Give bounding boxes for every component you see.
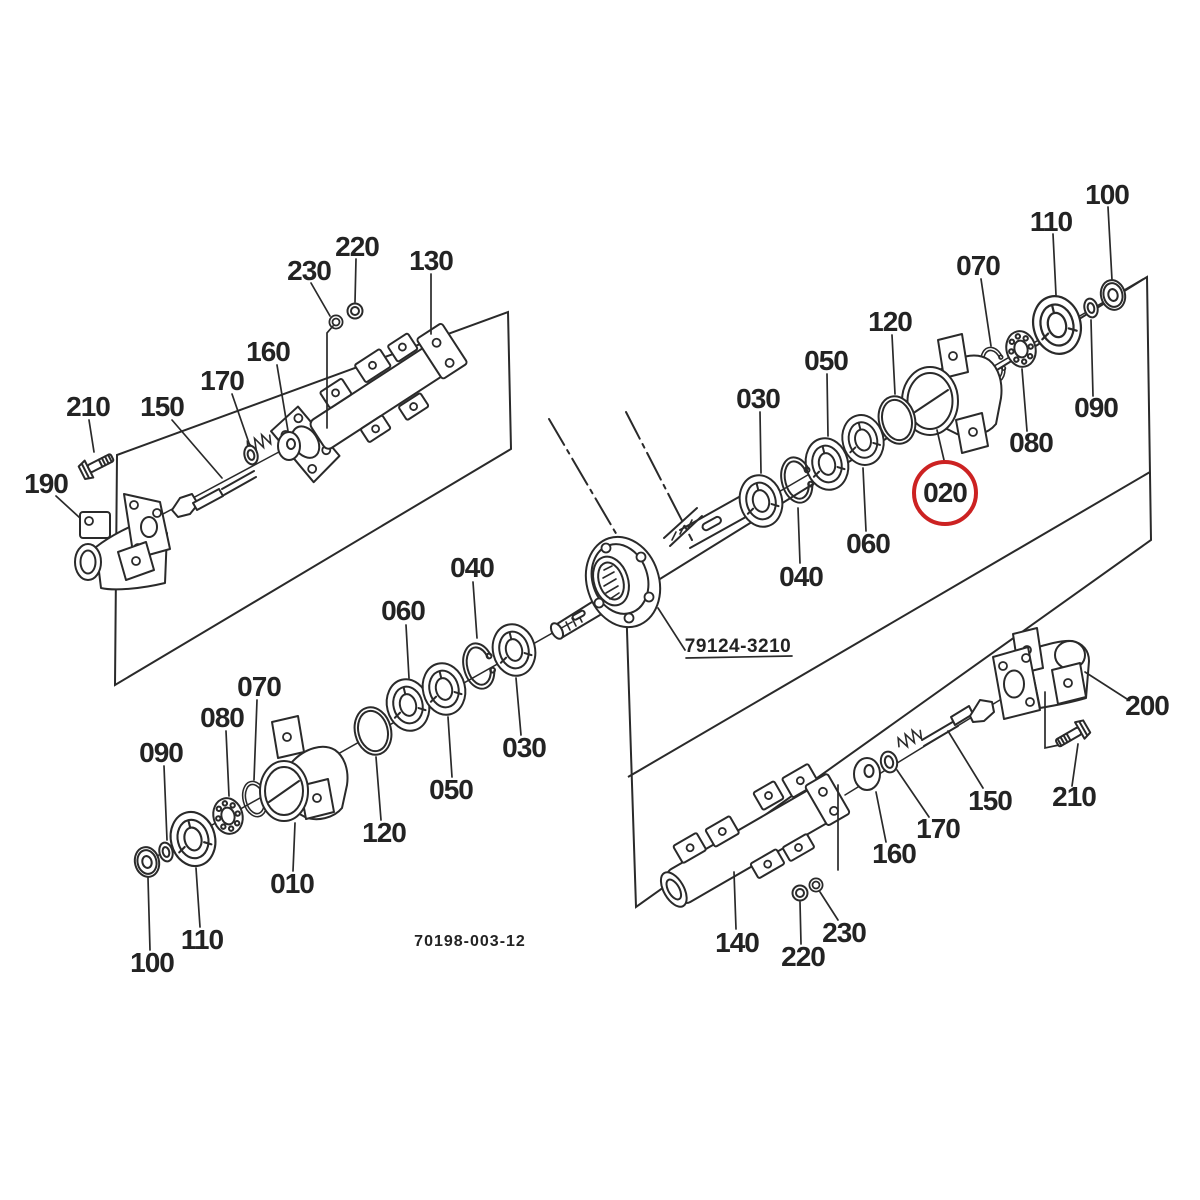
leader-100-lower <box>147 877 151 951</box>
callout-030-upper[interactable]: 030 <box>736 383 781 414</box>
leader-070-upper <box>980 278 992 347</box>
leader-010 <box>292 822 296 872</box>
callout-140[interactable]: 140 <box>715 927 760 958</box>
highlight-circle-020 <box>912 460 978 526</box>
part-bracket-200 <box>992 627 1090 720</box>
callout-210-lower[interactable]: 210 <box>1052 781 1097 812</box>
leader-200 <box>1084 671 1128 700</box>
callout-230-lower[interactable]: 230 <box>822 917 867 948</box>
callout-120-lower[interactable]: 120 <box>362 817 407 848</box>
part-washer-160-upper <box>277 431 301 461</box>
callout-200[interactable]: 200 <box>1125 690 1170 721</box>
leader-090-upper <box>1090 319 1094 397</box>
leader-080-lower <box>225 730 230 797</box>
leader-220-upper <box>354 258 357 303</box>
callout-100-upper[interactable]: 100 <box>1085 179 1130 210</box>
leader-050-lower <box>447 716 453 778</box>
callout-220-upper[interactable]: 220 <box>335 231 380 262</box>
callout-220-lower[interactable]: 220 <box>781 941 826 972</box>
callout-150-upper[interactable]: 150 <box>140 391 185 422</box>
leader-160-upper <box>276 364 289 432</box>
callout-110-upper[interactable]: 110 <box>1030 206 1074 237</box>
leader-080-upper <box>1021 368 1028 432</box>
part-tie-rod-150-upper <box>171 470 257 518</box>
callout-020-highlighted[interactable]: 020 <box>923 477 968 508</box>
callout-040-lower[interactable]: 040 <box>450 552 495 583</box>
callout-070-upper[interactable]: 070 <box>956 250 1001 281</box>
leader-110-upper <box>1052 233 1057 296</box>
callout-050-lower[interactable]: 050 <box>429 774 474 805</box>
part-nut-230-lower <box>808 877 824 893</box>
leader-assembly-code <box>657 607 686 651</box>
part-bearing-case-020 <box>901 333 1003 454</box>
callout-150-lower[interactable]: 150 <box>968 785 1013 816</box>
part-tie-rod-150-lower <box>921 699 995 747</box>
leader-060-upper <box>862 467 867 532</box>
leader-110-lower <box>195 867 201 928</box>
part-axle-beam-130 <box>270 323 468 484</box>
leader-210-upper <box>88 419 95 453</box>
callout-090-upper[interactable]: 090 <box>1074 392 1119 423</box>
callout-160-upper[interactable]: 160 <box>246 336 291 367</box>
callout-190[interactable]: 190 <box>24 468 69 499</box>
leader-030-lower <box>515 677 522 736</box>
part-center-axle-case <box>548 411 765 640</box>
callout-170-lower[interactable]: 170 <box>916 813 961 844</box>
part-bearing-case-010 <box>259 715 349 822</box>
callout-080-lower[interactable]: 080 <box>200 702 245 733</box>
part-nut-220-upper <box>346 302 364 320</box>
assembly-part-code: 79124-3210 <box>685 636 791 657</box>
callout-060-upper[interactable]: 060 <box>846 528 891 559</box>
leader-220-lower <box>799 901 802 945</box>
part-washer-160-lower <box>853 757 881 791</box>
leader-210-lower <box>1071 743 1079 787</box>
leader-190 <box>55 495 81 519</box>
leader-170-lower <box>896 769 930 818</box>
leader-040-upper <box>797 507 801 564</box>
leader-140 <box>733 871 737 930</box>
leader-160-lower <box>875 791 887 843</box>
leader-020 <box>936 429 945 461</box>
leader-120-upper <box>891 334 896 395</box>
callout-100-lower[interactable]: 100 <box>130 947 175 978</box>
callout-170-upper[interactable]: 170 <box>200 365 245 396</box>
callout-230-upper[interactable]: 230 <box>287 255 332 286</box>
callout-090-lower[interactable]: 090 <box>139 737 184 768</box>
callout-120-upper[interactable]: 120 <box>868 306 913 337</box>
callout-160-lower[interactable]: 160 <box>872 838 917 869</box>
leader-100-upper <box>1107 206 1113 281</box>
leader-230-upper <box>310 282 331 317</box>
callout-070-lower[interactable]: 070 <box>237 671 282 702</box>
underline-assembly-code <box>685 655 793 659</box>
part-bracket-190 <box>74 493 171 591</box>
leader-060-lower <box>405 624 410 679</box>
leader-030-upper <box>759 411 762 474</box>
sheet-drawing-code: 70198-003-12 <box>414 933 526 950</box>
leader-050-upper <box>826 373 829 437</box>
callout-060-lower[interactable]: 060 <box>381 595 426 626</box>
leader-040-lower <box>472 581 478 639</box>
leader-170-upper <box>231 393 251 447</box>
callout-130[interactable]: 130 <box>409 245 454 276</box>
callout-210-upper[interactable]: 210 <box>66 391 111 422</box>
callout-050-upper[interactable]: 050 <box>804 345 849 376</box>
leader-120-lower <box>375 756 382 821</box>
part-lockwasher-170-lower <box>879 750 899 774</box>
panel-outline-left <box>113 310 513 687</box>
callout-030-lower[interactable]: 030 <box>502 732 547 763</box>
panel-divider-diagonal <box>627 471 1151 778</box>
callout-010[interactable]: 010 <box>270 868 315 899</box>
bolt-line-lower-right <box>1044 691 1060 750</box>
callout-080-upper[interactable]: 080 <box>1009 427 1054 458</box>
leader-150-lower <box>947 730 984 789</box>
callout-040-upper[interactable]: 040 <box>779 561 824 592</box>
leader-090-lower <box>163 765 168 841</box>
part-nut-220-lower <box>791 884 809 902</box>
stud-line-upper <box>326 325 334 429</box>
callout-110-lower[interactable]: 110 <box>181 924 225 955</box>
leader-070-lower <box>253 699 258 781</box>
leader-230-lower <box>819 891 839 921</box>
leader-150-upper <box>171 419 223 479</box>
